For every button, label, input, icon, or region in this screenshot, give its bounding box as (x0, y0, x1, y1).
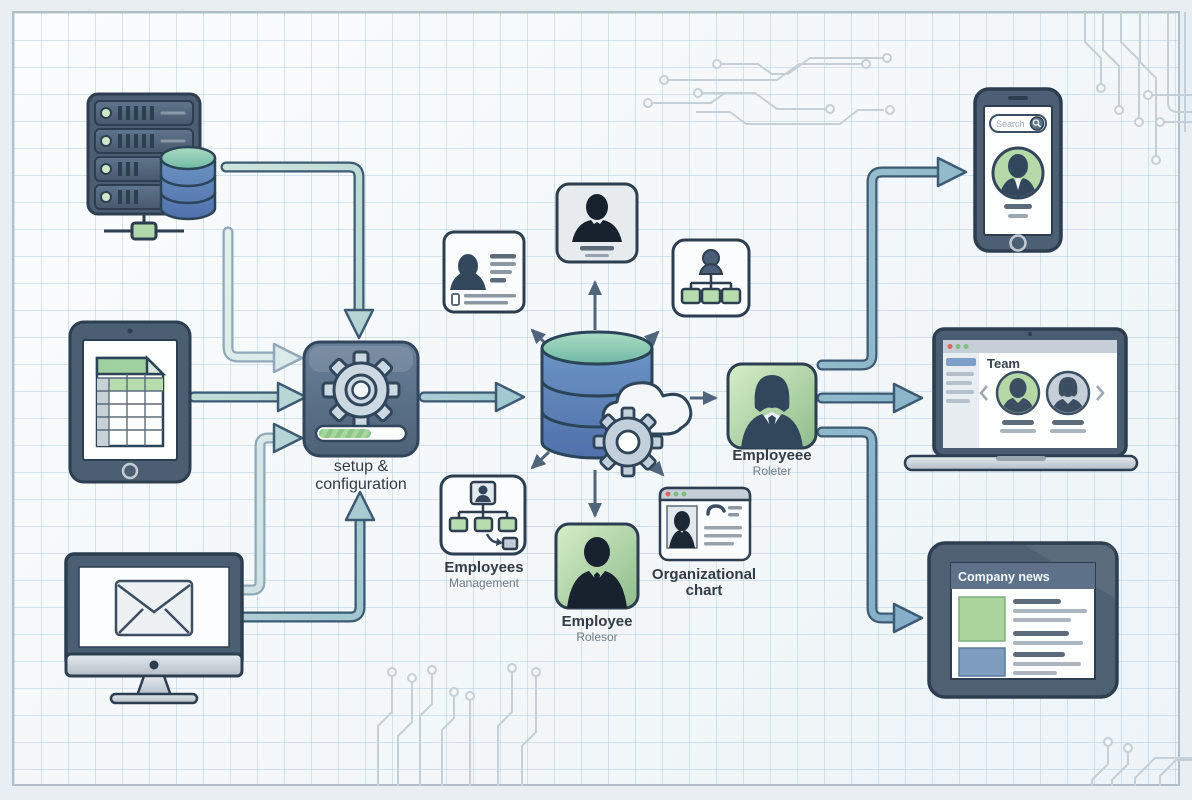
chevron-left-icon[interactable] (979, 385, 988, 401)
contact-photo (666, 505, 698, 549)
news-article-1[interactable] (958, 596, 1087, 645)
email-monitor-icon (64, 552, 244, 705)
network-node (104, 214, 184, 241)
phone-icon (706, 504, 726, 516)
employee-roster-label: Employeee Roleter (732, 447, 812, 478)
gear-icon (321, 350, 401, 430)
employee-card-icon (555, 182, 639, 264)
org-flow-icon (439, 474, 527, 556)
news-tablet-icon: Company news (927, 541, 1119, 699)
arrow-tablet-to-setup (188, 381, 308, 413)
arrow-server-to-setup (220, 161, 375, 340)
female-employee-card-icon (726, 362, 818, 450)
organizational-chart-label: Organizational chart (651, 566, 757, 599)
sidebar-active-item[interactable] (946, 358, 976, 366)
org-tree-icon (671, 238, 751, 318)
home-button-icon (1009, 234, 1027, 252)
employee-roles-label: Employee Rolesor (561, 613, 633, 644)
gear-progress-icon (302, 340, 420, 458)
employee-roles-card-icon (554, 522, 640, 610)
setup-label-line1: setup & (333, 458, 389, 475)
team-laptop-icon: Team (903, 327, 1139, 472)
contact-browser-icon (658, 486, 752, 562)
database-icon (159, 145, 217, 221)
spreadsheet-tablet-icon (68, 320, 192, 484)
arrow-monitor-to-setup-label (238, 490, 376, 623)
spreadsheet-document (95, 354, 167, 448)
news-article-2[interactable] (958, 647, 1081, 677)
server-led-lights (100, 107, 112, 203)
search-bar[interactable]: Search (989, 114, 1047, 133)
arrow-roster-to-news-tablet (816, 426, 924, 634)
progress-bar (314, 424, 408, 443)
search-phone-icon: Search (973, 87, 1063, 253)
envelope-icon (114, 579, 194, 637)
sidebar (943, 353, 979, 448)
chevron-right-icon[interactable] (1096, 385, 1105, 401)
search-placeholder: Search (996, 119, 1025, 129)
team-avatar-male (995, 370, 1041, 416)
search-icon[interactable] (1029, 116, 1045, 131)
profile-avatar (991, 146, 1045, 200)
setup-configuration-label: setup & configuration (281, 458, 441, 494)
employees-management-label: Employees Management (444, 559, 524, 590)
arrow-monitor-to-setup (236, 422, 304, 596)
home-button-icon (121, 462, 139, 480)
arrow-roster-to-phone (816, 156, 968, 371)
arrow-network-to-setup (222, 226, 304, 374)
news-header-bar (951, 563, 1095, 589)
arrow-setup-to-database (418, 381, 526, 413)
setup-label-line2: configuration (315, 476, 407, 493)
team-heading: Team (987, 356, 1020, 371)
news-header-title: Company news (958, 570, 1050, 584)
id-card-icon (442, 230, 526, 314)
team-avatar-female (1045, 370, 1091, 416)
arrow-roster-to-laptop (816, 382, 924, 414)
gear-icon (592, 406, 664, 478)
